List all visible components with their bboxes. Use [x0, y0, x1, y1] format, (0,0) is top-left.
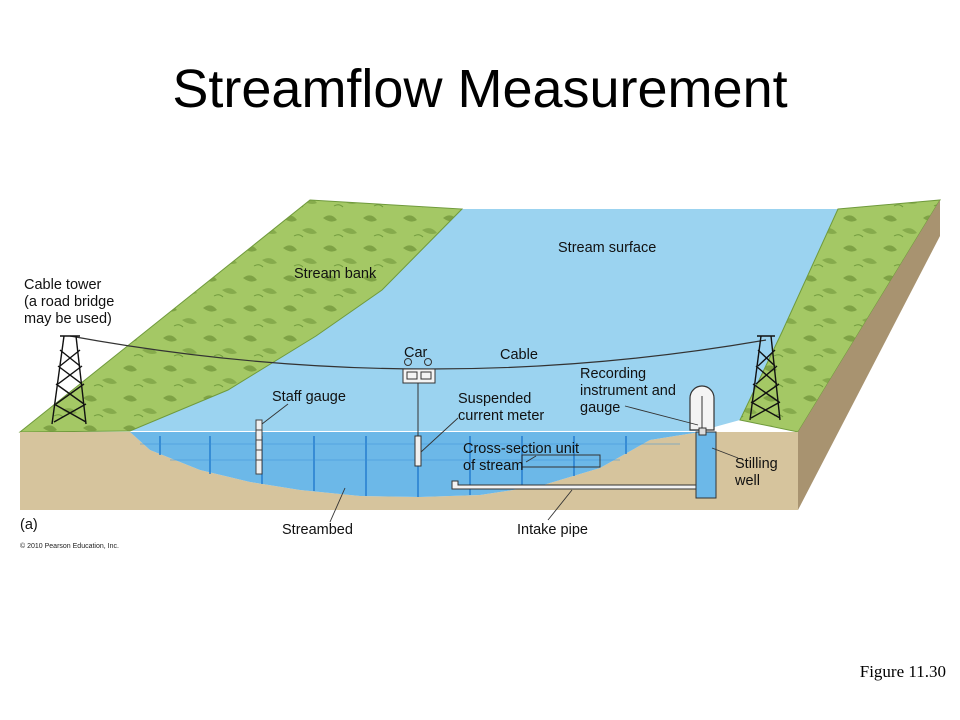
- cable-tower-line-2: (a road bridge: [24, 294, 114, 310]
- figure-caption: Figure 11.30: [859, 662, 946, 681]
- stream-surface: [130, 209, 838, 431]
- front-soil-face: [20, 432, 798, 510]
- stream-surface-label: Stream surface: [558, 240, 656, 256]
- left-bank-grass: [18, 199, 464, 433]
- suspended-meter-line-2: current meter: [458, 408, 544, 424]
- staff-gauge: [255, 419, 263, 475]
- suspended-current-meter: [414, 435, 422, 467]
- recording-line-1: Recording: [580, 366, 646, 382]
- recording-line-3: gauge: [580, 400, 620, 416]
- cross-section-horizontals: [140, 443, 680, 461]
- cable-tower-line-3: may be used): [24, 311, 112, 327]
- suspended-meter-label: Suspended current meter: [458, 391, 544, 424]
- cable-car: [402, 358, 436, 436]
- car-label: Car: [404, 345, 428, 361]
- recording-instrument-label: Recording instrument and gauge: [580, 366, 680, 416]
- recording-line-2: instrument and: [580, 383, 676, 399]
- stilling-well-line-1: Stilling: [735, 456, 778, 472]
- cross-section-unit: [521, 454, 601, 468]
- cable-tower-left: [51, 335, 87, 425]
- cross-section-line-1: Cross-section unit: [463, 441, 579, 457]
- cross-section-line-2: of stream: [463, 458, 523, 474]
- panel-label: (a): [20, 517, 38, 533]
- stilling-well-line-2: well: [734, 473, 760, 489]
- stilling-well-label: Stilling well: [734, 456, 782, 489]
- copyright-text: © 2010 Pearson Education, Inc.: [20, 542, 119, 550]
- right-bank-grass: [739, 199, 941, 433]
- slide-title: Streamflow Measurement: [172, 59, 788, 119]
- block-right-face: [798, 200, 940, 510]
- stream-bank-label: Stream bank: [294, 266, 377, 282]
- cable-tower-right: [749, 335, 781, 421]
- intake-pipe: [451, 480, 697, 490]
- intake-pipe-label: Intake pipe: [517, 522, 588, 538]
- stilling-well: [695, 431, 717, 499]
- cable-tower-label: Cable tower (a road bridge may be used): [24, 277, 118, 327]
- leader-lines: [261, 403, 739, 523]
- cross-section-label: Cross-section unit of stream: [463, 441, 583, 474]
- suspended-meter-line-1: Suspended: [458, 391, 531, 407]
- recording-instrument: [689, 385, 715, 436]
- staff-gauge-label: Staff gauge: [272, 389, 346, 405]
- streambed-label: Streambed: [282, 522, 353, 538]
- cable-label: Cable: [500, 347, 538, 363]
- cable-tower-line-1: Cable tower: [24, 277, 102, 293]
